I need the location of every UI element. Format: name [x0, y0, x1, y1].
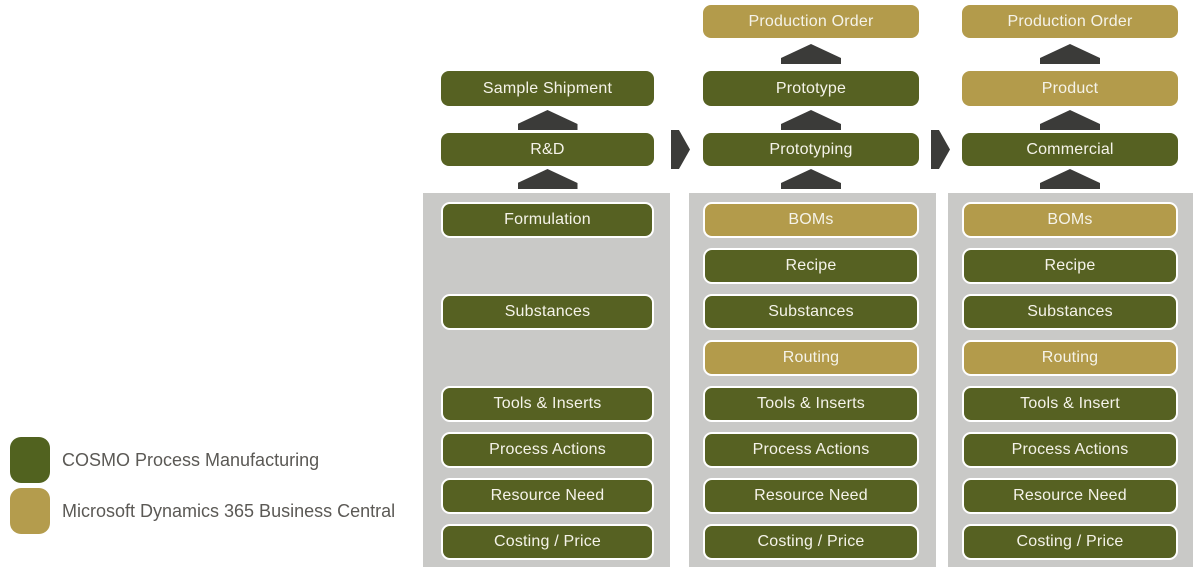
legend-label-business-central: Microsoft Dynamics 365 Business Central: [62, 500, 396, 521]
box-rd-costing-price: Costing / Price: [441, 524, 654, 560]
flow-arrow-up: [1040, 44, 1100, 64]
box-commercial-commercial: Commercial: [962, 133, 1178, 166]
box-rd-formulation: Formulation: [441, 202, 654, 238]
box-rd-resource-need: Resource Need: [441, 478, 654, 514]
box-commercial-process-actions: Process Actions: [962, 432, 1178, 468]
flow-arrow-up: [781, 44, 841, 64]
box-rd-tools-inserts: Tools & Inserts: [441, 386, 654, 422]
box-prototyping-tools-inserts: Tools & Inserts: [703, 386, 919, 422]
box-prototyping-routing: Routing: [703, 340, 919, 376]
box-prototyping-costing-price: Costing / Price: [703, 524, 919, 560]
box-commercial-boms: BOMs: [962, 202, 1178, 238]
flow-arrow-up: [1040, 110, 1100, 130]
box-rd-process-actions: Process Actions: [441, 432, 654, 468]
box-commercial-product: Product: [962, 71, 1178, 106]
box-commercial-tools-insert: Tools & Insert: [962, 386, 1178, 422]
box-prototyping-process-actions: Process Actions: [703, 432, 919, 468]
box-commercial-resource-need: Resource Need: [962, 478, 1178, 514]
flow-arrow-up: [781, 169, 841, 189]
box-rd-substances: Substances: [441, 294, 654, 330]
box-rd-sample-shipment: Sample Shipment: [441, 71, 654, 106]
legend: COSMO Process Manufacturing Microsoft Dy…: [10, 437, 395, 539]
box-prototyping-resource-need: Resource Need: [703, 478, 919, 514]
legend-item-cosmo: COSMO Process Manufacturing: [10, 437, 395, 483]
flow-arrow-right-1: [671, 130, 690, 169]
box-prototyping-substances: Substances: [703, 294, 919, 330]
flow-arrow-up: [517, 169, 578, 189]
legend-item-business-central: Microsoft Dynamics 365 Business Central: [10, 488, 395, 534]
box-rd-r-d: R&D: [441, 133, 654, 166]
legend-label-cosmo: COSMO Process Manufacturing: [62, 449, 320, 470]
flow-arrow-right-2: [931, 130, 950, 169]
flow-arrow-up: [517, 110, 578, 130]
box-prototyping-production-order: Production Order: [703, 5, 919, 38]
box-prototyping-recipe: Recipe: [703, 248, 919, 284]
cosmo-color-swatch: [10, 437, 50, 483]
box-commercial-production-order: Production Order: [962, 5, 1178, 38]
box-commercial-costing-price: Costing / Price: [962, 524, 1178, 560]
flow-arrow-up: [781, 110, 841, 130]
box-commercial-substances: Substances: [962, 294, 1178, 330]
box-commercial-routing: Routing: [962, 340, 1178, 376]
box-prototyping-prototype: Prototype: [703, 71, 919, 106]
box-commercial-recipe: Recipe: [962, 248, 1178, 284]
box-prototyping-boms: BOMs: [703, 202, 919, 238]
box-prototyping-prototyping: Prototyping: [703, 133, 919, 166]
flow-arrow-up: [1040, 169, 1100, 189]
business-central-color-swatch: [10, 488, 50, 534]
